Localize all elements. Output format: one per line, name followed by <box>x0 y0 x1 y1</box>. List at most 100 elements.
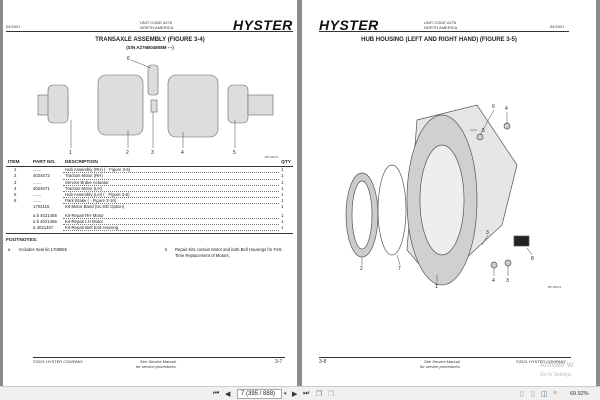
callout-5: 5 <box>233 150 236 156</box>
part-number-cell: 1704116 <box>33 204 50 210</box>
callout-4: 4 <box>181 150 184 156</box>
part-number-cell: a b 4021465 <box>33 212 57 218</box>
left-page: 04/2021 UNIT CODE A276 NORTH AMERICA HYS… <box>3 0 297 386</box>
page-number: 3-7 <box>275 359 283 365</box>
description-cell: Kit-Repair RH Motor <box>63 211 280 219</box>
activation-watermark-sub: Go to Settings <box>540 372 572 378</box>
zoom-level[interactable]: 69.92% <box>570 391 589 397</box>
item-cell: 1 <box>14 167 17 173</box>
callout-6: 6 <box>492 104 495 110</box>
viewer-toolbar: ⏮ ◀ 7 (395 / 888) ▾ ▶ ⏭ ❐ ❐ ▯ ▯ ◫ ≡ 69.9… <box>0 386 600 400</box>
part-number-cell: ....... <box>33 198 42 204</box>
page-number: 3-8 <box>319 359 327 365</box>
description-cell: Kit-Repair Bell End Housing <box>63 224 280 232</box>
col-item: ITEM <box>6 160 31 168</box>
callout-4b: 4 <box>492 278 495 284</box>
previous-page-icon[interactable]: ◀ <box>225 391 231 398</box>
footer-note-2: for service procedures. <box>420 364 461 369</box>
right-page: HYSTER UNIT CODE A276 NORTH AMERICA 04/2… <box>302 0 596 386</box>
description-cell: Hub Assembly (LH) (☞Figure 3-5) <box>63 191 280 199</box>
continuous-view-icon[interactable]: ▯ <box>531 391 535 398</box>
hub-lh-part <box>227 84 249 124</box>
callout-4: 4 <box>505 106 508 112</box>
part-number-cell: ....... <box>33 192 42 198</box>
page-date: 04/2021 <box>6 24 21 29</box>
qty-cell: 1 <box>281 185 284 191</box>
callout-1: 1 <box>435 284 438 290</box>
transaxle-diagram: 6 1 2 3 4 5 BP-06674 <box>37 56 279 159</box>
page-date: 04/2021 <box>550 24 565 29</box>
footnote-b-key: b <box>165 247 168 252</box>
scroll-view-icon[interactable]: ≡ <box>553 390 558 397</box>
description-cell: Service Brake Actuator <box>63 179 280 186</box>
qty-cell: 1 <box>281 212 284 218</box>
item-cell <box>6 211 31 218</box>
last-page-icon[interactable]: ⏭ <box>303 390 310 397</box>
item-cell: 5 <box>14 192 17 198</box>
page-dropdown-icon[interactable]: ▾ <box>284 391 287 397</box>
callout-3b: 3 <box>506 278 509 284</box>
qty-cell: 1 <box>281 192 284 198</box>
footer-company: ©2021 HYSTER COMPANY <box>516 359 567 364</box>
callout-2: 2 <box>360 266 363 272</box>
callout-3: 3 <box>151 150 154 156</box>
item-cell: 3 <box>14 179 17 185</box>
col-description: DESCRIPTION <box>63 160 280 168</box>
qty-cell: 1 <box>281 179 284 185</box>
qty-cell: 1 <box>281 198 284 204</box>
unit-code: UNIT CODE A276 <box>140 20 173 25</box>
motor-rh-part <box>97 74 144 136</box>
description-cell: Park Brake (☞Figure 3-16) <box>63 197 280 205</box>
figure-id: BP-06674 <box>265 155 279 159</box>
item-cell: 6 <box>14 198 17 204</box>
paste-icon[interactable]: ❐ <box>328 391 335 398</box>
callout-3: 3 <box>486 230 489 236</box>
callout-2: 2 <box>126 150 129 156</box>
two-page-view-icon[interactable]: ◫ <box>541 391 548 398</box>
first-page-icon[interactable]: ⏮ <box>213 390 220 397</box>
table-row: 1704116 Kit-Motor Band (UL-EE Option)1 <box>6 203 293 212</box>
motor-lh-part <box>167 74 219 138</box>
item-cell <box>6 204 31 211</box>
footnote-a-key: a <box>8 247 11 252</box>
description-cell: Hub Assembly (RH) (☞Figure 3-5) <box>63 166 280 174</box>
page-number-input[interactable]: 7 (395 / 888) <box>237 389 282 399</box>
region: NORTH AMERICA <box>140 25 174 30</box>
table-row: 1.......Hub Assembly (RH) (☞Figure 3-5)1 <box>6 166 293 174</box>
callout-5: 5 <box>482 128 485 134</box>
activation-watermark: Activate W <box>540 362 574 369</box>
plate-part <box>513 235 530 247</box>
footnote-a: Includes Seal kit 1708655 <box>19 247 67 252</box>
col-part: PART NO. <box>31 160 63 168</box>
qty-cell: 1 <box>281 167 284 173</box>
parts-table: ITEM PART NO. DESCRIPTION QTY 1.......Hu… <box>6 160 293 232</box>
item-cell <box>6 225 31 231</box>
callout-7: 7 <box>398 266 401 272</box>
part-number-cell: 4024572 <box>33 173 50 179</box>
description-cell: Kit-Motor Band (UL-EE Option) <box>63 203 280 212</box>
description-cell: Kit-Repair LH Motor <box>63 218 280 226</box>
item-cell: 4 <box>14 185 17 191</box>
next-page-icon[interactable]: ▶ <box>292 391 298 398</box>
part-number-cell: 4024571 <box>33 185 50 191</box>
footer-note-1: See Service Manual <box>140 359 176 364</box>
qty-cell: 1 <box>281 204 284 210</box>
footnote-b: Repair Kits contain Motor and both Bell … <box>175 247 282 258</box>
single-page-view-icon[interactable]: ▯ <box>520 391 524 398</box>
footer-note-2: for service procedures. <box>136 364 177 369</box>
footer-company: ©2021 HYSTER COMPANY <box>33 359 84 364</box>
hyster-logo: HYSTER <box>319 17 379 33</box>
o-ring-part <box>377 164 407 256</box>
callout-6: 6 <box>127 56 130 62</box>
header-rule <box>6 31 293 32</box>
qty-cell: 1 <box>281 218 284 224</box>
copy-icon[interactable]: ❐ <box>316 391 323 398</box>
part-number-cell: ....... <box>33 179 42 185</box>
qty-cell: 1 <box>281 173 284 179</box>
description-cell: Traction Motor (RH) <box>63 172 280 180</box>
table-row: 6....... Park Brake (☞Figure 3-16)1 <box>6 197 293 205</box>
